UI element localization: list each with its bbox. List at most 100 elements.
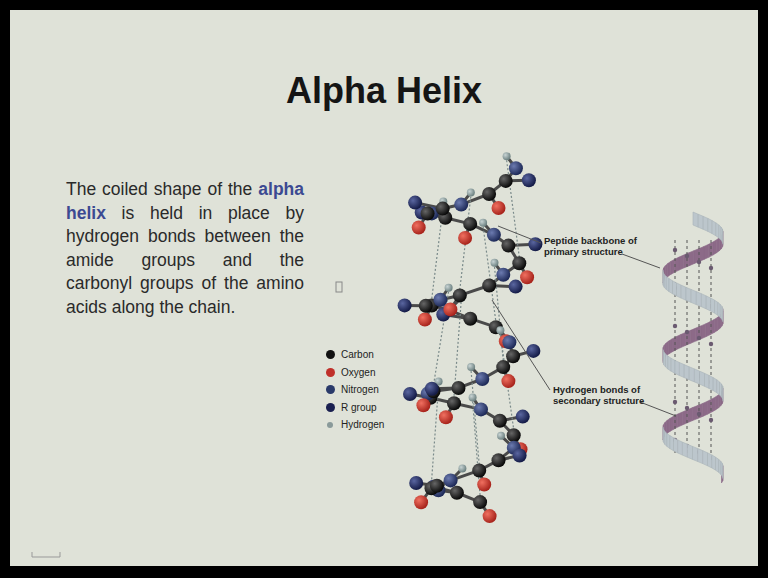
atom	[501, 239, 515, 253]
atom	[414, 495, 428, 509]
atom	[445, 284, 453, 292]
atom	[436, 202, 450, 216]
bond-dot	[673, 324, 677, 328]
ribbon-front	[715, 300, 718, 315]
ribbon-front	[673, 281, 677, 296]
atom	[409, 476, 423, 490]
ribbon-front	[665, 431, 667, 446]
ribbon-back	[684, 253, 689, 268]
atom	[516, 410, 530, 424]
legend-entry: R group	[326, 399, 416, 417]
ribbon-front	[669, 279, 673, 294]
atom	[520, 270, 534, 284]
ribbon-front	[703, 216, 708, 231]
ribbon-front	[708, 218, 712, 233]
ribbon-back	[714, 317, 717, 332]
bond-dot	[709, 266, 713, 270]
ribbon-front	[693, 446, 698, 461]
ribbon-front	[719, 225, 721, 240]
ribbon-front	[670, 436, 674, 451]
atom	[479, 219, 487, 227]
atom	[454, 198, 468, 212]
ribbon-front	[722, 229, 724, 244]
ribbon-front	[677, 283, 682, 298]
ribbon-front	[687, 444, 692, 459]
legend-swatch	[326, 385, 335, 394]
ribbon-front	[682, 442, 687, 457]
atom	[503, 152, 511, 160]
ribbon-front	[722, 307, 724, 322]
atom	[502, 335, 516, 349]
ribbon-front	[718, 302, 721, 317]
ribbon-back	[669, 339, 672, 354]
ribbon-front	[666, 277, 669, 292]
atom	[412, 221, 426, 235]
atom	[496, 360, 510, 374]
legend-text: Oxygen	[341, 364, 375, 382]
ribbon-front	[691, 289, 696, 304]
ribbon-front	[705, 373, 710, 388]
ribbon-back	[699, 246, 704, 261]
bond-dot	[685, 254, 689, 258]
atom	[522, 173, 536, 187]
legend-swatch	[326, 368, 335, 377]
atom	[467, 363, 475, 371]
atom	[416, 398, 430, 412]
atom	[450, 486, 464, 500]
ribbon-back	[706, 322, 711, 337]
atom	[452, 381, 466, 395]
ribbon-front	[698, 449, 703, 464]
ribbon-back	[713, 240, 717, 255]
bond-dot	[697, 336, 701, 340]
atom	[469, 393, 477, 401]
atom	[509, 280, 523, 294]
ribbon-back	[689, 251, 694, 266]
ribbon-front	[708, 453, 712, 468]
atom	[419, 299, 433, 313]
ribbon-front	[722, 464, 724, 479]
ribbon-front	[706, 296, 710, 311]
legend-text: Nitrogen	[341, 381, 379, 399]
callout-label: Hydrogen bonds of secondary structure	[553, 384, 658, 406]
atom	[499, 174, 513, 188]
ribbon-back	[676, 335, 681, 350]
ribbon-back	[678, 412, 683, 427]
ribbon-front	[681, 285, 686, 300]
ribbon-back	[667, 418, 670, 433]
hydrogen-bond	[471, 371, 479, 464]
atom	[398, 298, 412, 312]
bond-dot	[697, 412, 701, 416]
ribbon-front	[693, 212, 698, 227]
bond-dot	[709, 418, 713, 422]
ribbon-front	[678, 440, 683, 455]
ribbon-front	[711, 298, 715, 313]
ribbon-back	[698, 403, 703, 418]
legend-text: Carbon	[341, 346, 374, 364]
ribbon-front	[712, 221, 716, 236]
atom	[497, 432, 505, 440]
ribbon-front	[713, 378, 717, 393]
ribbon-back	[709, 242, 713, 257]
atom	[421, 207, 435, 221]
ribbon-front	[684, 365, 689, 380]
slide-title: Alpha Helix	[0, 70, 768, 112]
hydrogen-bond	[675, 240, 676, 455]
ribbon-front	[689, 367, 694, 382]
legend-entry: Oxygen	[326, 364, 416, 382]
ribbon-front	[701, 294, 706, 309]
atom	[475, 372, 489, 386]
ribbon-back	[704, 244, 709, 259]
atom	[439, 410, 453, 424]
ribbon-back	[691, 328, 696, 343]
atom	[513, 449, 527, 463]
ribbon-front	[717, 380, 720, 395]
atom	[482, 187, 496, 201]
legend-text: Hydrogen	[341, 416, 384, 434]
ribbon-back	[681, 332, 686, 347]
atom	[453, 288, 467, 302]
legend-swatch	[326, 403, 335, 412]
bond-dot	[697, 260, 701, 264]
ribbon-front	[679, 363, 684, 378]
atom	[482, 279, 496, 293]
ribbon-back	[712, 397, 716, 412]
